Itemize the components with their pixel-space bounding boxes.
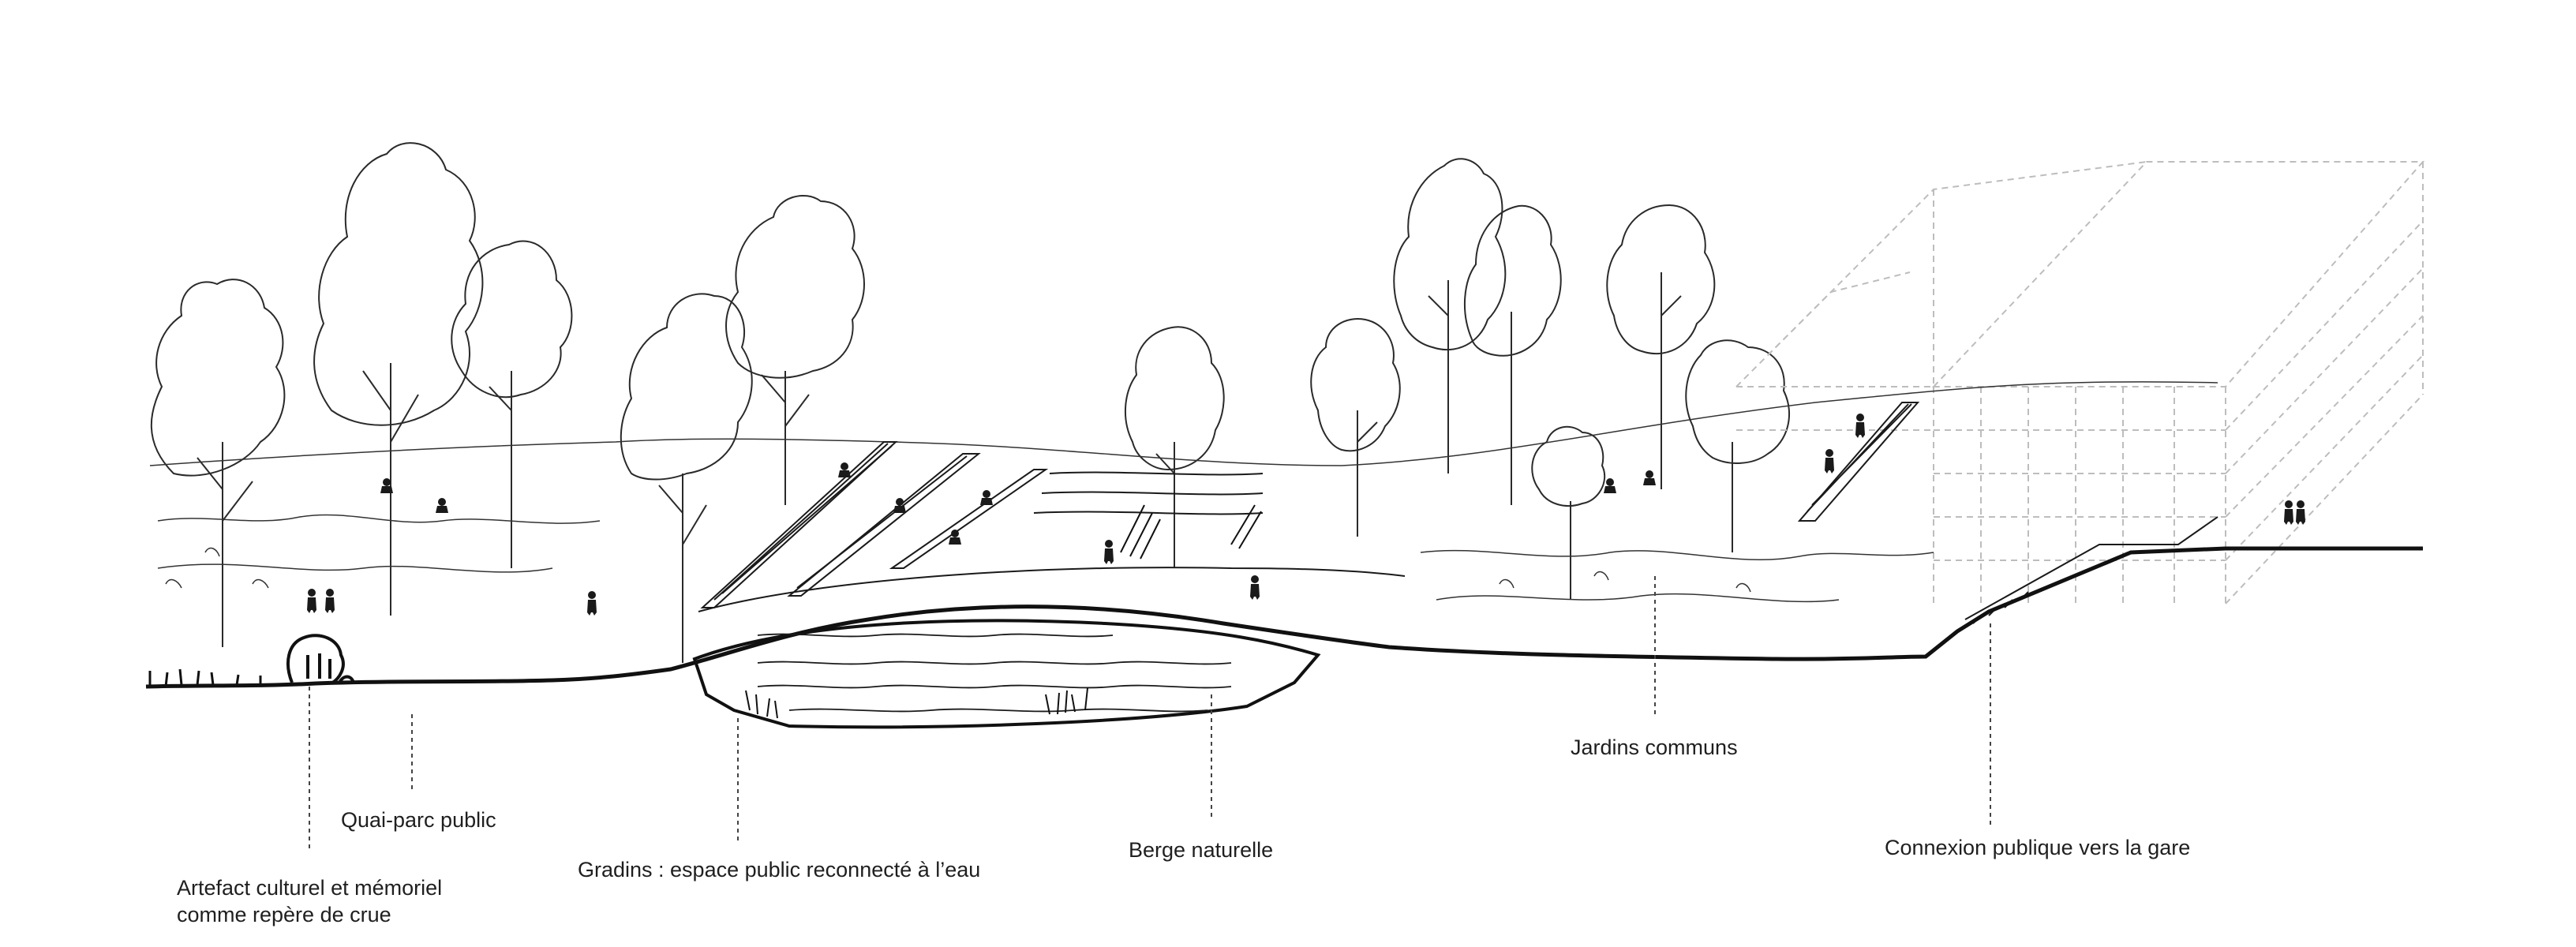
- station-building-wireframe: [1735, 161, 2425, 605]
- ground-section: [145, 546, 2423, 729]
- label-connexion: Connexion publique vers la gare: [1885, 836, 2191, 859]
- trees-middle: [1124, 158, 1791, 600]
- reeds: [745, 504, 1262, 719]
- memorial-artefact: [286, 634, 355, 685]
- water-lines: [757, 633, 1232, 713]
- label-artefact-line1: Artefact culturel et mémoriel: [177, 876, 443, 900]
- amphitheatre-steps: [698, 441, 1406, 612]
- label-gradins: Gradins : espace public reconnecté à l’e…: [578, 858, 981, 881]
- left-bank-ticks: [148, 668, 262, 687]
- label-jardins: Jardins communs: [1571, 736, 1738, 759]
- people: [307, 414, 2305, 616]
- label-quai-parc: Quai-parc public: [341, 808, 496, 832]
- label-artefact-line2: comme repère de crue: [177, 903, 391, 926]
- background-vegetation: [149, 380, 2218, 603]
- label-berge: Berge naturelle: [1129, 838, 1274, 862]
- label-artefact: Artefact culturel et mémoriel comme repè…: [177, 874, 442, 928]
- trees-left: [150, 142, 865, 663]
- leader-lines: [309, 576, 1991, 852]
